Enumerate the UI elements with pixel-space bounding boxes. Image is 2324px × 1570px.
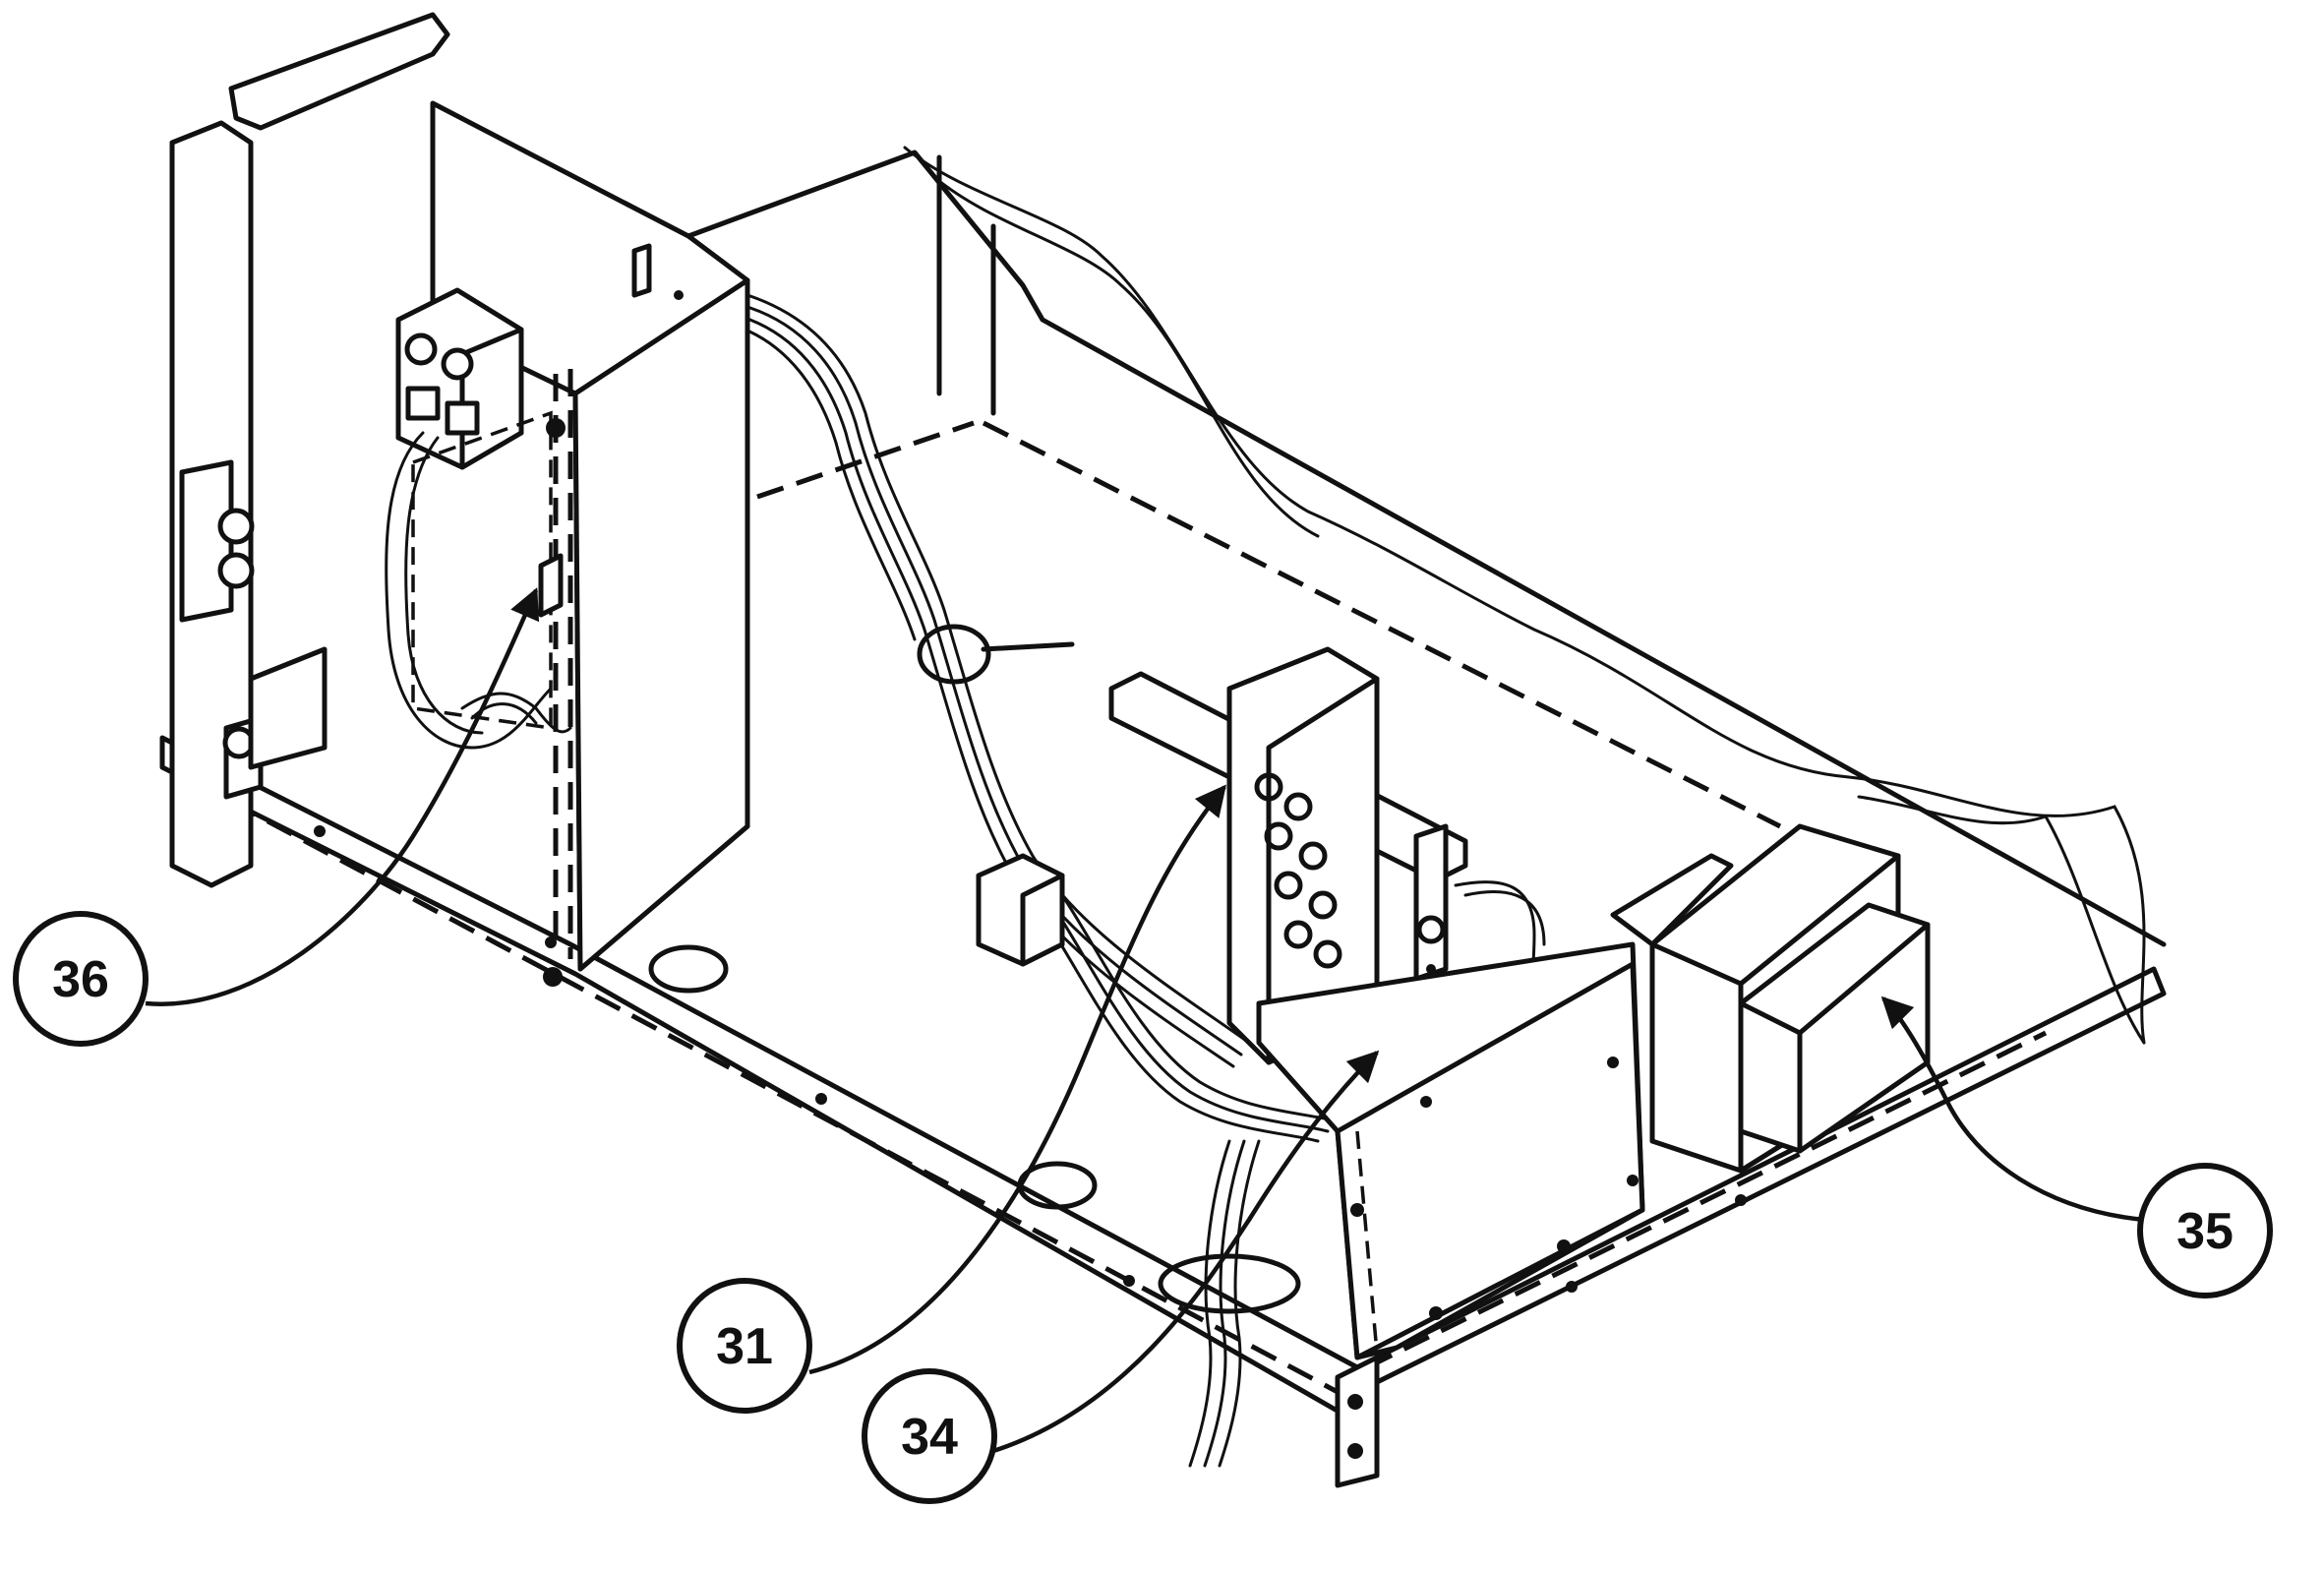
wire-harness — [745, 293, 1340, 1468]
leader-35 — [1880, 996, 2145, 1223]
callout-35-circle — [2137, 1163, 2273, 1298]
callout-31-circle — [677, 1278, 812, 1414]
leader-34 — [992, 1050, 1380, 1454]
callout-35: 35 — [2137, 1163, 2273, 1298]
leader-lines — [145, 587, 2145, 1454]
callout-34-circle — [862, 1368, 997, 1504]
callout-36: 36 — [13, 911, 149, 1047]
callout-36-label: 36 — [52, 951, 109, 1008]
control-board — [1256, 941, 1645, 1360]
board-bracket — [1108, 646, 1546, 1065]
callout-34: 34 — [862, 1368, 997, 1504]
left-side-panel — [169, 12, 450, 888]
callout-34-label: 34 — [901, 1409, 958, 1466]
leader-31 — [808, 784, 1226, 1375]
contactor-enclosure — [385, 100, 750, 987]
callout-35-label: 35 — [2176, 1203, 2234, 1260]
callout-36-circle — [13, 911, 149, 1047]
chassis-base-plate — [159, 735, 2167, 1488]
leader-36 — [145, 587, 540, 1006]
back-wall-panel — [685, 146, 2167, 1045]
callout-31-label: 31 — [716, 1318, 773, 1375]
callout-31: 31 — [677, 1278, 812, 1414]
